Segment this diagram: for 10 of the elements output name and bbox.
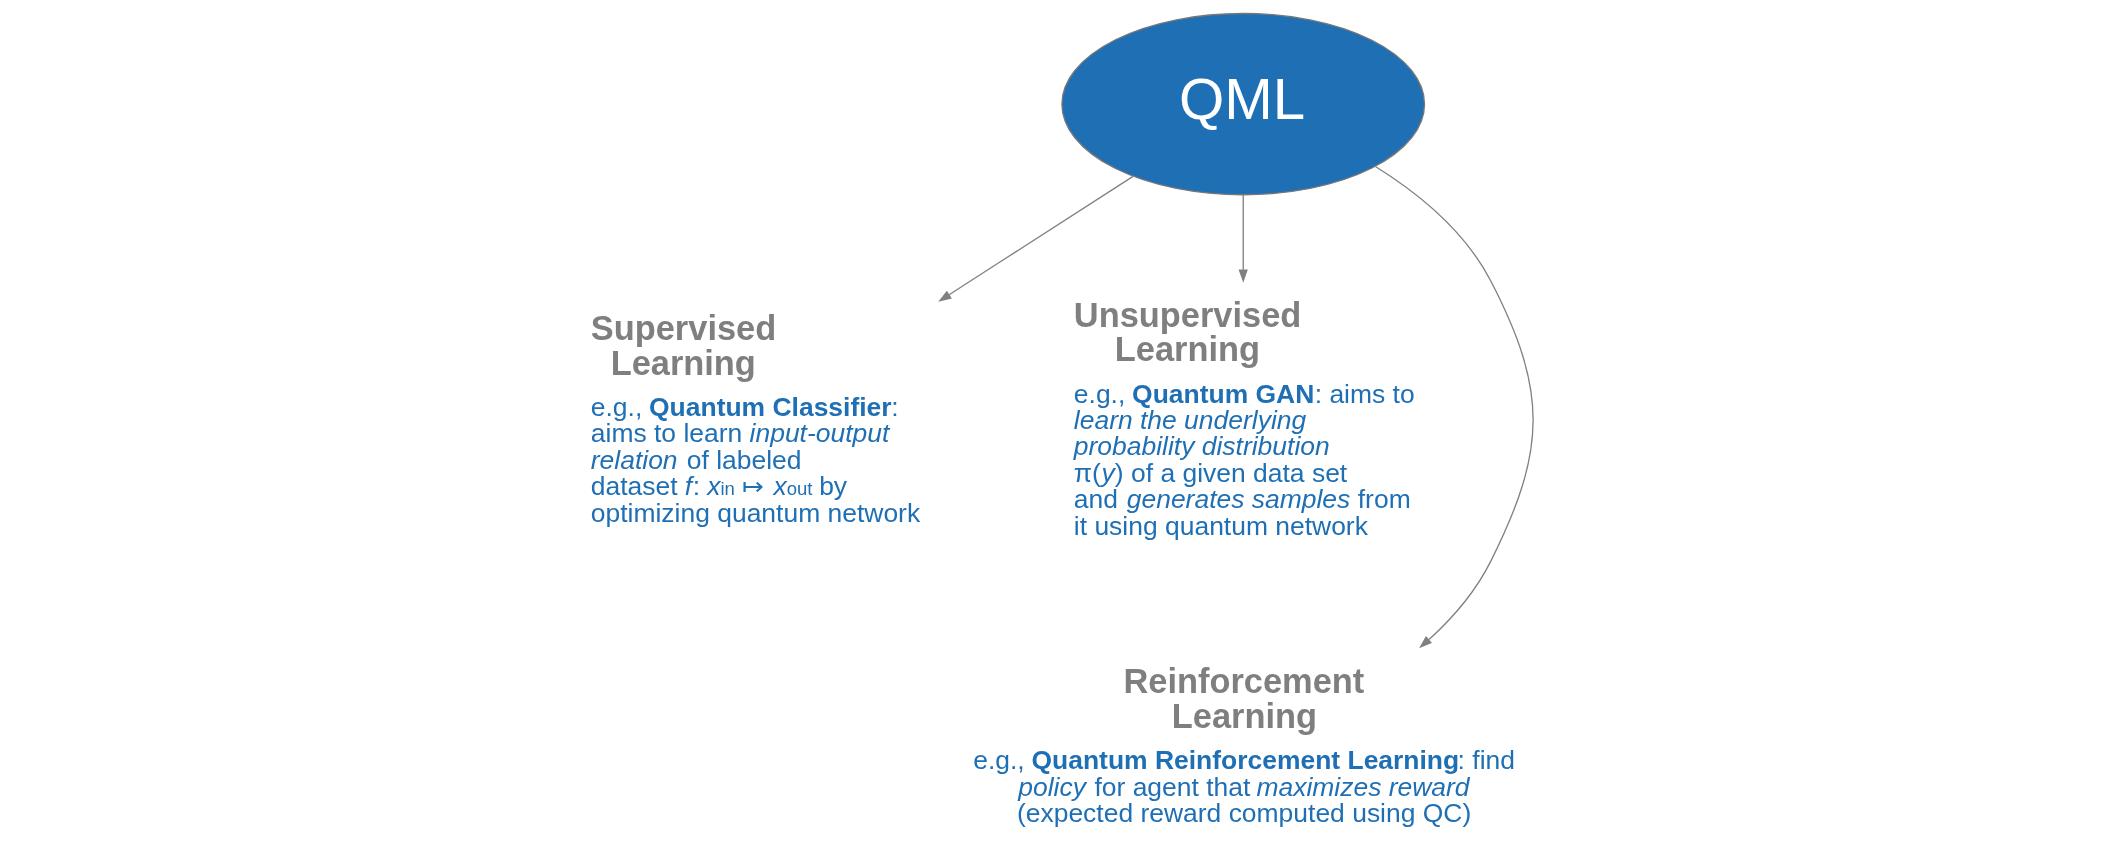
arrow bbox=[1238, 194, 1248, 283]
node-label: e.g., Quantum GAN: aims to learn the underlying probability distribution π(y) of a given data set and generates samples from it using quantum network bbox=[1073, 378, 1415, 541]
node-label: e.g., Quantum Reinforcement Learning: find policy for agent that maximizes reward (expected reward computed using QC) bbox=[972, 745, 1515, 829]
node-text: Unsupervised Learning bbox=[1073, 295, 1301, 369]
node-label: e.g., Quantum Classifier: aims to learn input-output relation of labeled dataset f: xin ↦ xout by optimizing quantum network bbox=[590, 391, 920, 528]
arrow bbox=[937, 175, 1134, 302]
arrow bbox=[1374, 165, 1534, 649]
node-text: Reinforcement Learning bbox=[1122, 662, 1364, 735]
node-ellipse: QML bbox=[1060, 12, 1425, 196]
node-text: Supervised Learning bbox=[590, 309, 776, 382]
